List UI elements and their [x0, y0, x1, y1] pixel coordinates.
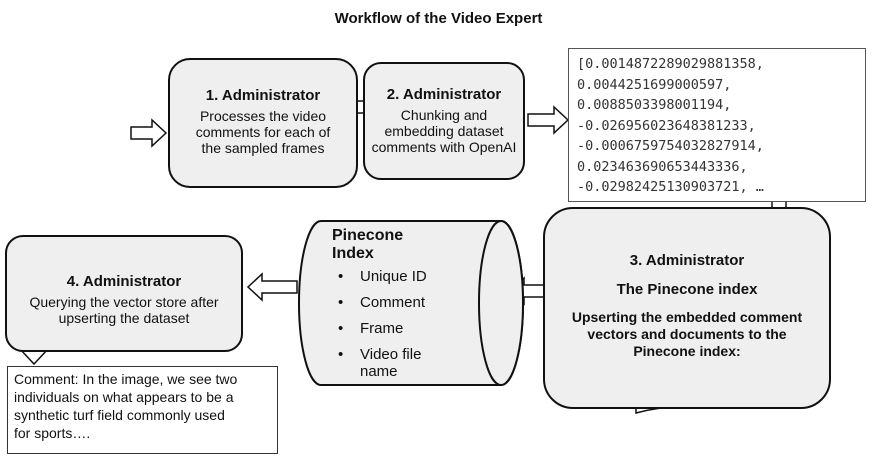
list-item: •Frame	[338, 320, 427, 346]
step2-line: Chunking and	[400, 107, 488, 123]
vector-line: [0.0014872289029881358,	[577, 56, 764, 72]
step1-line: Processes the video	[199, 108, 327, 124]
step4-line: Querying the vector store after	[29, 294, 219, 310]
step4-box: 4. Administrator Querying the vector sto…	[5, 235, 243, 352]
vector-line: -0.026956023648381233,	[577, 117, 756, 134]
list-item: •Comment	[338, 294, 427, 320]
step3-box: 3. Administrator The Pinecone index Upse…	[543, 207, 831, 409]
bullet-icon: •	[338, 346, 344, 363]
list-item: •Unique ID	[338, 268, 427, 294]
query-result-comment: Comment: In the image, we see two indivi…	[7, 366, 278, 454]
step1-heading: 1. Administrator	[205, 87, 321, 104]
step4-heading: 4. Administrator	[66, 273, 182, 290]
cylinder-icon	[298, 220, 524, 386]
vector-line: 0.0044251699000597,	[577, 76, 732, 93]
vector-line: -0.02982425130903721, …	[577, 179, 764, 195]
step3-line: Pinecone index:	[633, 343, 741, 359]
step3-line: Upserting the embedded comment	[571, 309, 803, 325]
block-arrow-icon	[527, 105, 570, 135]
pinecone-title-line: Pinecone	[332, 227, 404, 244]
bullet-icon: •	[338, 268, 344, 285]
vector-line: 0.023463690653443336,	[577, 158, 748, 175]
pinecone-title-line: Index	[332, 245, 374, 262]
step2-box: 2. Administrator Chunking and embedding …	[363, 62, 525, 180]
pinecone-index-title: Pinecone Index	[332, 227, 403, 263]
vector-line: -0.0006759754032827914,	[577, 138, 764, 154]
step4-line: upserting the dataset	[58, 310, 190, 326]
comment-line: for sports….	[14, 425, 91, 441]
diagram-title: Workflow of the Video Expert	[334, 10, 543, 27]
step3-heading: 3. Administrator	[629, 252, 745, 269]
step1-line: the sampled frames	[201, 140, 325, 156]
bullet-icon: •	[338, 294, 344, 311]
block-arrow-icon	[130, 118, 168, 148]
vector-line: 0.0088503398001194,	[577, 97, 732, 113]
step2-heading: 2. Administrator	[386, 86, 502, 103]
comment-line: Comment: In the image, we see two	[14, 371, 238, 387]
embedding-vector-output: [0.0014872289029881358, 0.004425169900059…	[568, 48, 866, 202]
step1-box: 1. Administrator Processes the video com…	[168, 58, 358, 188]
block-arrow-icon	[246, 272, 298, 302]
step2-line: embedding dataset	[384, 123, 504, 139]
comment-line: synthetic turf field commonly used	[14, 407, 225, 423]
bullet-icon: •	[338, 320, 344, 337]
comment-line: individuals on what appears to be a	[14, 389, 234, 405]
step3-line: vectors and documents to the	[587, 326, 787, 342]
step2-line: comments with OpenAI	[371, 139, 517, 155]
step3-subheading: The Pinecone index	[616, 281, 758, 298]
step1-line: comments for each of	[195, 124, 331, 140]
